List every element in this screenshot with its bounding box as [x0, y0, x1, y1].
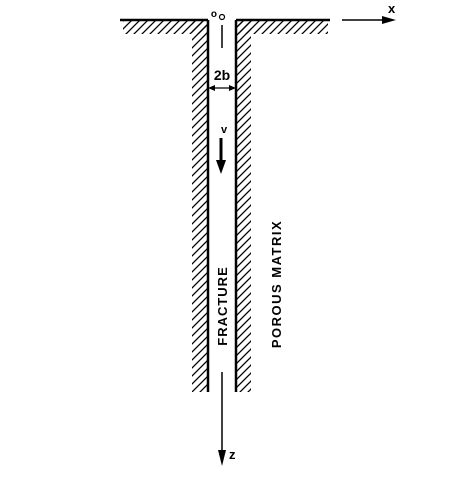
- velocity-label: v: [221, 124, 228, 136]
- porous-matrix-label: POROUS MATRIX: [269, 220, 284, 348]
- left-wall-hatch: [192, 20, 208, 392]
- width-arrowhead-left: [208, 85, 215, 91]
- width-arrowhead-right: [229, 85, 236, 91]
- x-axis-arrowhead: [382, 16, 396, 24]
- z-axis-arrowhead: [218, 450, 226, 466]
- origin-label: o: [211, 9, 217, 20]
- z-axis-label: z: [229, 447, 236, 462]
- origin-marker: [218, 13, 226, 21]
- surface-hatch-left: [123, 20, 208, 34]
- width-label: 2b: [214, 67, 230, 83]
- velocity-arrowhead: [216, 160, 226, 174]
- fracture-label: FRACTURE: [215, 266, 230, 346]
- surface-hatch-right: [237, 20, 328, 34]
- x-axis-label: x: [388, 1, 396, 16]
- right-wall-hatch: [236, 20, 251, 392]
